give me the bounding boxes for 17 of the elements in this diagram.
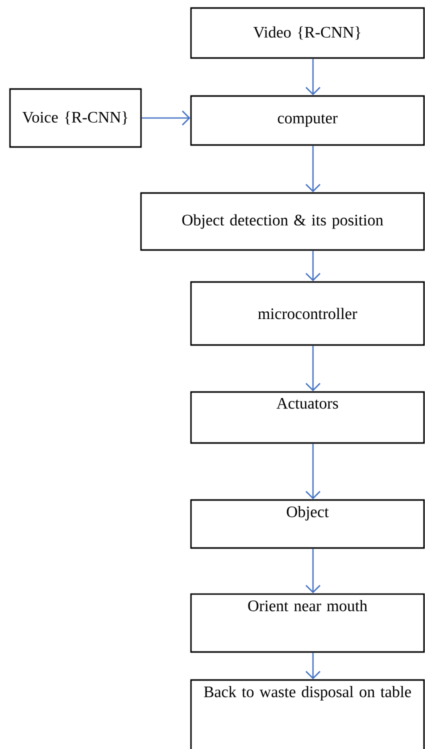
process-box: Object (190, 499, 425, 549)
process-box: Actuators (190, 391, 425, 444)
process-box: Voice {R-CNN} (9, 88, 142, 148)
process-box: Orient near mouth (190, 593, 425, 653)
arrow (306, 346, 320, 392)
process-box: computer (190, 95, 425, 146)
arrow (306, 250, 320, 282)
arrow (306, 652, 320, 680)
process-box: Video {R-CNN} (190, 7, 425, 59)
arrow (306, 444, 320, 500)
arrow (306, 58, 320, 96)
arrow (306, 146, 320, 192)
process-box: microcontroller (190, 281, 425, 346)
process-box: Object detection & its position (140, 192, 425, 251)
arrow (306, 548, 320, 594)
arrow (142, 110, 190, 126)
process-box: Back to waste disposal on table (190, 679, 425, 749)
